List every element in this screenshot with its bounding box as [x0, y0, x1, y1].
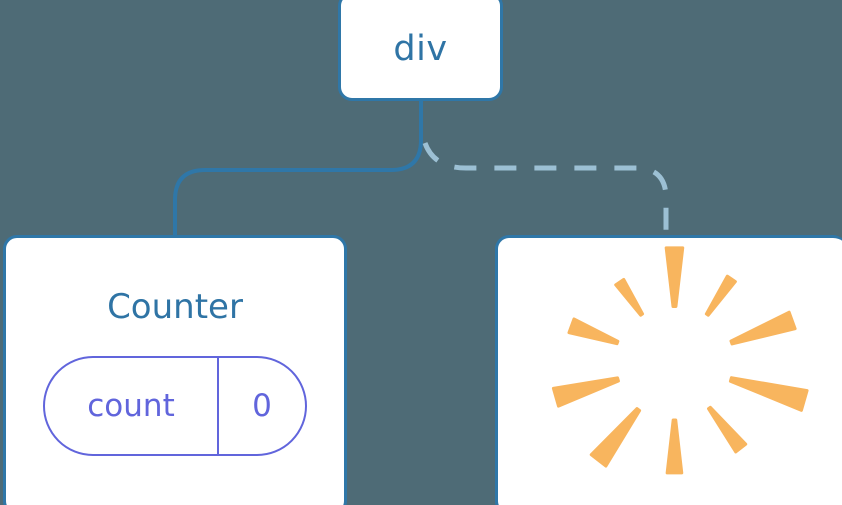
- state-key-label: count: [45, 358, 219, 454]
- node-counter[interactable]: Counter count 0: [3, 235, 347, 505]
- burst-ray-1: [664, 246, 685, 308]
- burst-ray-9: [567, 317, 620, 346]
- burst-ray-6: [665, 418, 684, 475]
- node-div-label: div: [393, 29, 448, 69]
- burst-ray-5: [707, 405, 748, 454]
- burst-ray-3: [729, 310, 797, 346]
- node-div[interactable]: div: [338, 0, 503, 101]
- burst-ray-4: [728, 376, 809, 412]
- state-value-label: 0: [252, 387, 272, 424]
- node-render-burst[interactable]: [495, 235, 842, 505]
- state-pill-count[interactable]: count 0: [43, 356, 307, 456]
- burst-ray-8: [551, 376, 620, 408]
- burst-ray-2: [704, 274, 737, 317]
- burst-ray-group: [551, 246, 809, 475]
- connector-root-to-counter: [173, 98, 423, 240]
- sparkle-burst-icon: [551, 246, 809, 475]
- node-counter-label: Counter: [107, 287, 243, 327]
- connector-root-to-burst: [422, 142, 669, 238]
- burst-ray-10: [614, 277, 645, 317]
- burst-ray-7: [589, 407, 642, 468]
